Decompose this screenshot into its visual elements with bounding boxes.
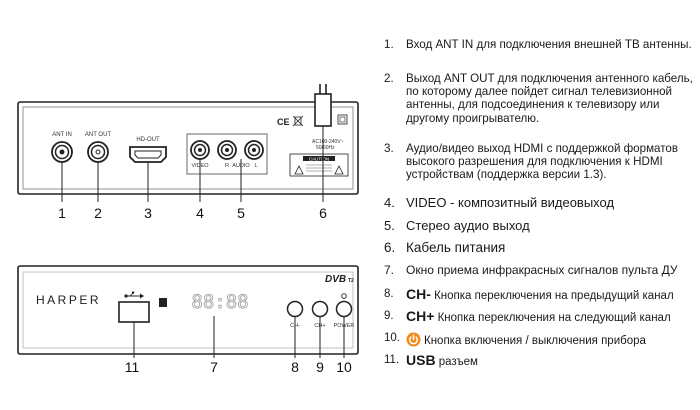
callout-6: 6 [319,205,327,221]
legend-text: - композитный видеовыход [446,195,615,210]
legend-item-9: 9. CH+ Кнопка переключения на следующий … [384,308,694,325]
callout-10: 10 [336,359,352,375]
ant-out-connector [87,141,109,163]
legend-num: 9. [384,310,394,322]
ant-out-label: ANT OUT [85,132,112,138]
legend-text: Вход ANT IN для подключения внешней ТВ а… [406,38,692,51]
rear-panel: ANT IN ANT OUT HD-OUT [17,84,359,195]
legend-num: 11. [384,354,400,366]
av-port-frame [186,133,268,175]
legend-text: разъем [435,356,478,368]
legend-item-8: 8. CH- Кнопка переключения на предыдущий… [384,286,694,303]
power-cable-icon [314,84,332,127]
square-symbol-icon [337,114,348,125]
legend-item-4: 4. VIDEO - композитный видеовыход [384,196,694,209]
legend-num: 8. [384,288,394,300]
callout-8: 8 [291,359,299,375]
legend-item-10: 10. Кнопка включения / выключения прибор… [384,332,694,348]
dvb-logo-text: DVB [325,274,346,285]
legend-text: Кнопка включения / выключения прибора [424,335,646,347]
legend-text: Кнопка переключения на предыдущий канал [430,290,674,302]
ant-in-label: ANT IN [52,132,72,138]
legend-item-1: 1. Вход ANT IN для подключения внешней Т… [384,38,694,51]
brand-logo: HARPER [36,293,101,307]
power-button[interactable] [335,300,353,318]
legend-num: 3. [384,142,394,155]
audio-r-label: R [225,163,229,169]
legend-text: Кабель питания [406,240,506,255]
video-rca-icon [190,140,210,160]
callout-9: 9 [316,359,324,375]
front-panel: HARPER 88:88 DVB T2 CH- CH+ POWER [17,265,359,355]
callout-4: 4 [196,205,204,221]
legend-item-2: 2. Выход ANT OUT для подключения антенно… [384,72,694,125]
legend-ch-minus-label: CH- [406,286,431,302]
usb-symbol-icon [124,291,144,299]
legend-text: Кнопка переключения на следующий канал [434,312,671,324]
power-icon [406,332,421,347]
weee-bin-icon [292,115,304,127]
ch-plus-button[interactable] [311,300,329,318]
ir-window-icon [159,298,167,307]
legend-video-label: VIDEO [406,195,447,210]
callout-2: 2 [94,205,102,221]
callout-11: 11 [125,359,140,375]
legend-item-6: 6. Кабель питания [384,240,694,255]
audio-r-rca-icon [217,140,237,160]
dvb-t2-logo: DVB T2 [325,274,354,285]
hd-out-label: HD-OUT [136,137,160,143]
legend-num: 2. [384,72,394,85]
led-display: 88:88 [191,291,249,314]
legend-num: 10. [384,332,400,344]
caution-label: CAUTION [289,153,349,177]
ce-mark: CE [277,117,290,127]
legend-item-7: 7. Окно приема инфракрасных сигналов пул… [384,263,694,277]
legend-item-11: 11. USB разъем [384,352,694,369]
legend-text: Выход ANT OUT для подключения антенного … [406,72,693,125]
audio-l-rca-icon [244,140,264,160]
led-display-text: 88:88 [191,291,248,313]
power-rating-text: AC100-240V~ [312,139,344,145]
callout-3: 3 [144,205,152,221]
legend-item-3: 3. Аудио/видео выход HDMI с поддержкой ф… [384,142,694,182]
ch-minus-button[interactable] [286,300,304,318]
legend-num: 7. [384,263,395,277]
legend-usb-label: USB [406,352,436,368]
hdmi-port-icon [129,146,167,163]
legend-text: Аудио/видео выход HDMI с поддержкой форм… [406,142,679,182]
legend-num: 1. [384,38,394,51]
audio-l-label: L [254,163,257,169]
power-freq-text: 50/60Hz [316,145,335,151]
callout-5: 5 [237,205,245,221]
legend-text: Окно приема инфракрасных сигналов пульта… [406,263,678,277]
legend-num: 6. [384,240,396,255]
caution-text: CAUTION [309,156,329,161]
legend-ch-plus-label: CH+ [406,308,435,324]
legend-text: Стерео аудио выход [406,218,530,233]
legend-item-5: 5. Стерео аудио выход [384,219,694,232]
legend-num: 5. [384,218,395,233]
front-leader-lines [133,316,345,358]
usb-port-icon [118,301,150,323]
ant-in-connector [51,141,73,163]
callout-7: 7 [210,359,218,375]
dvb-logo-sub: T2 [348,278,354,284]
legend-num: 4. [384,195,395,210]
callout-1: 1 [58,205,66,221]
device-diagram: ANT IN ANT OUT HD-OUT [17,84,359,375]
rear-leader-lines [61,126,324,202]
power-led-icon [341,293,347,299]
